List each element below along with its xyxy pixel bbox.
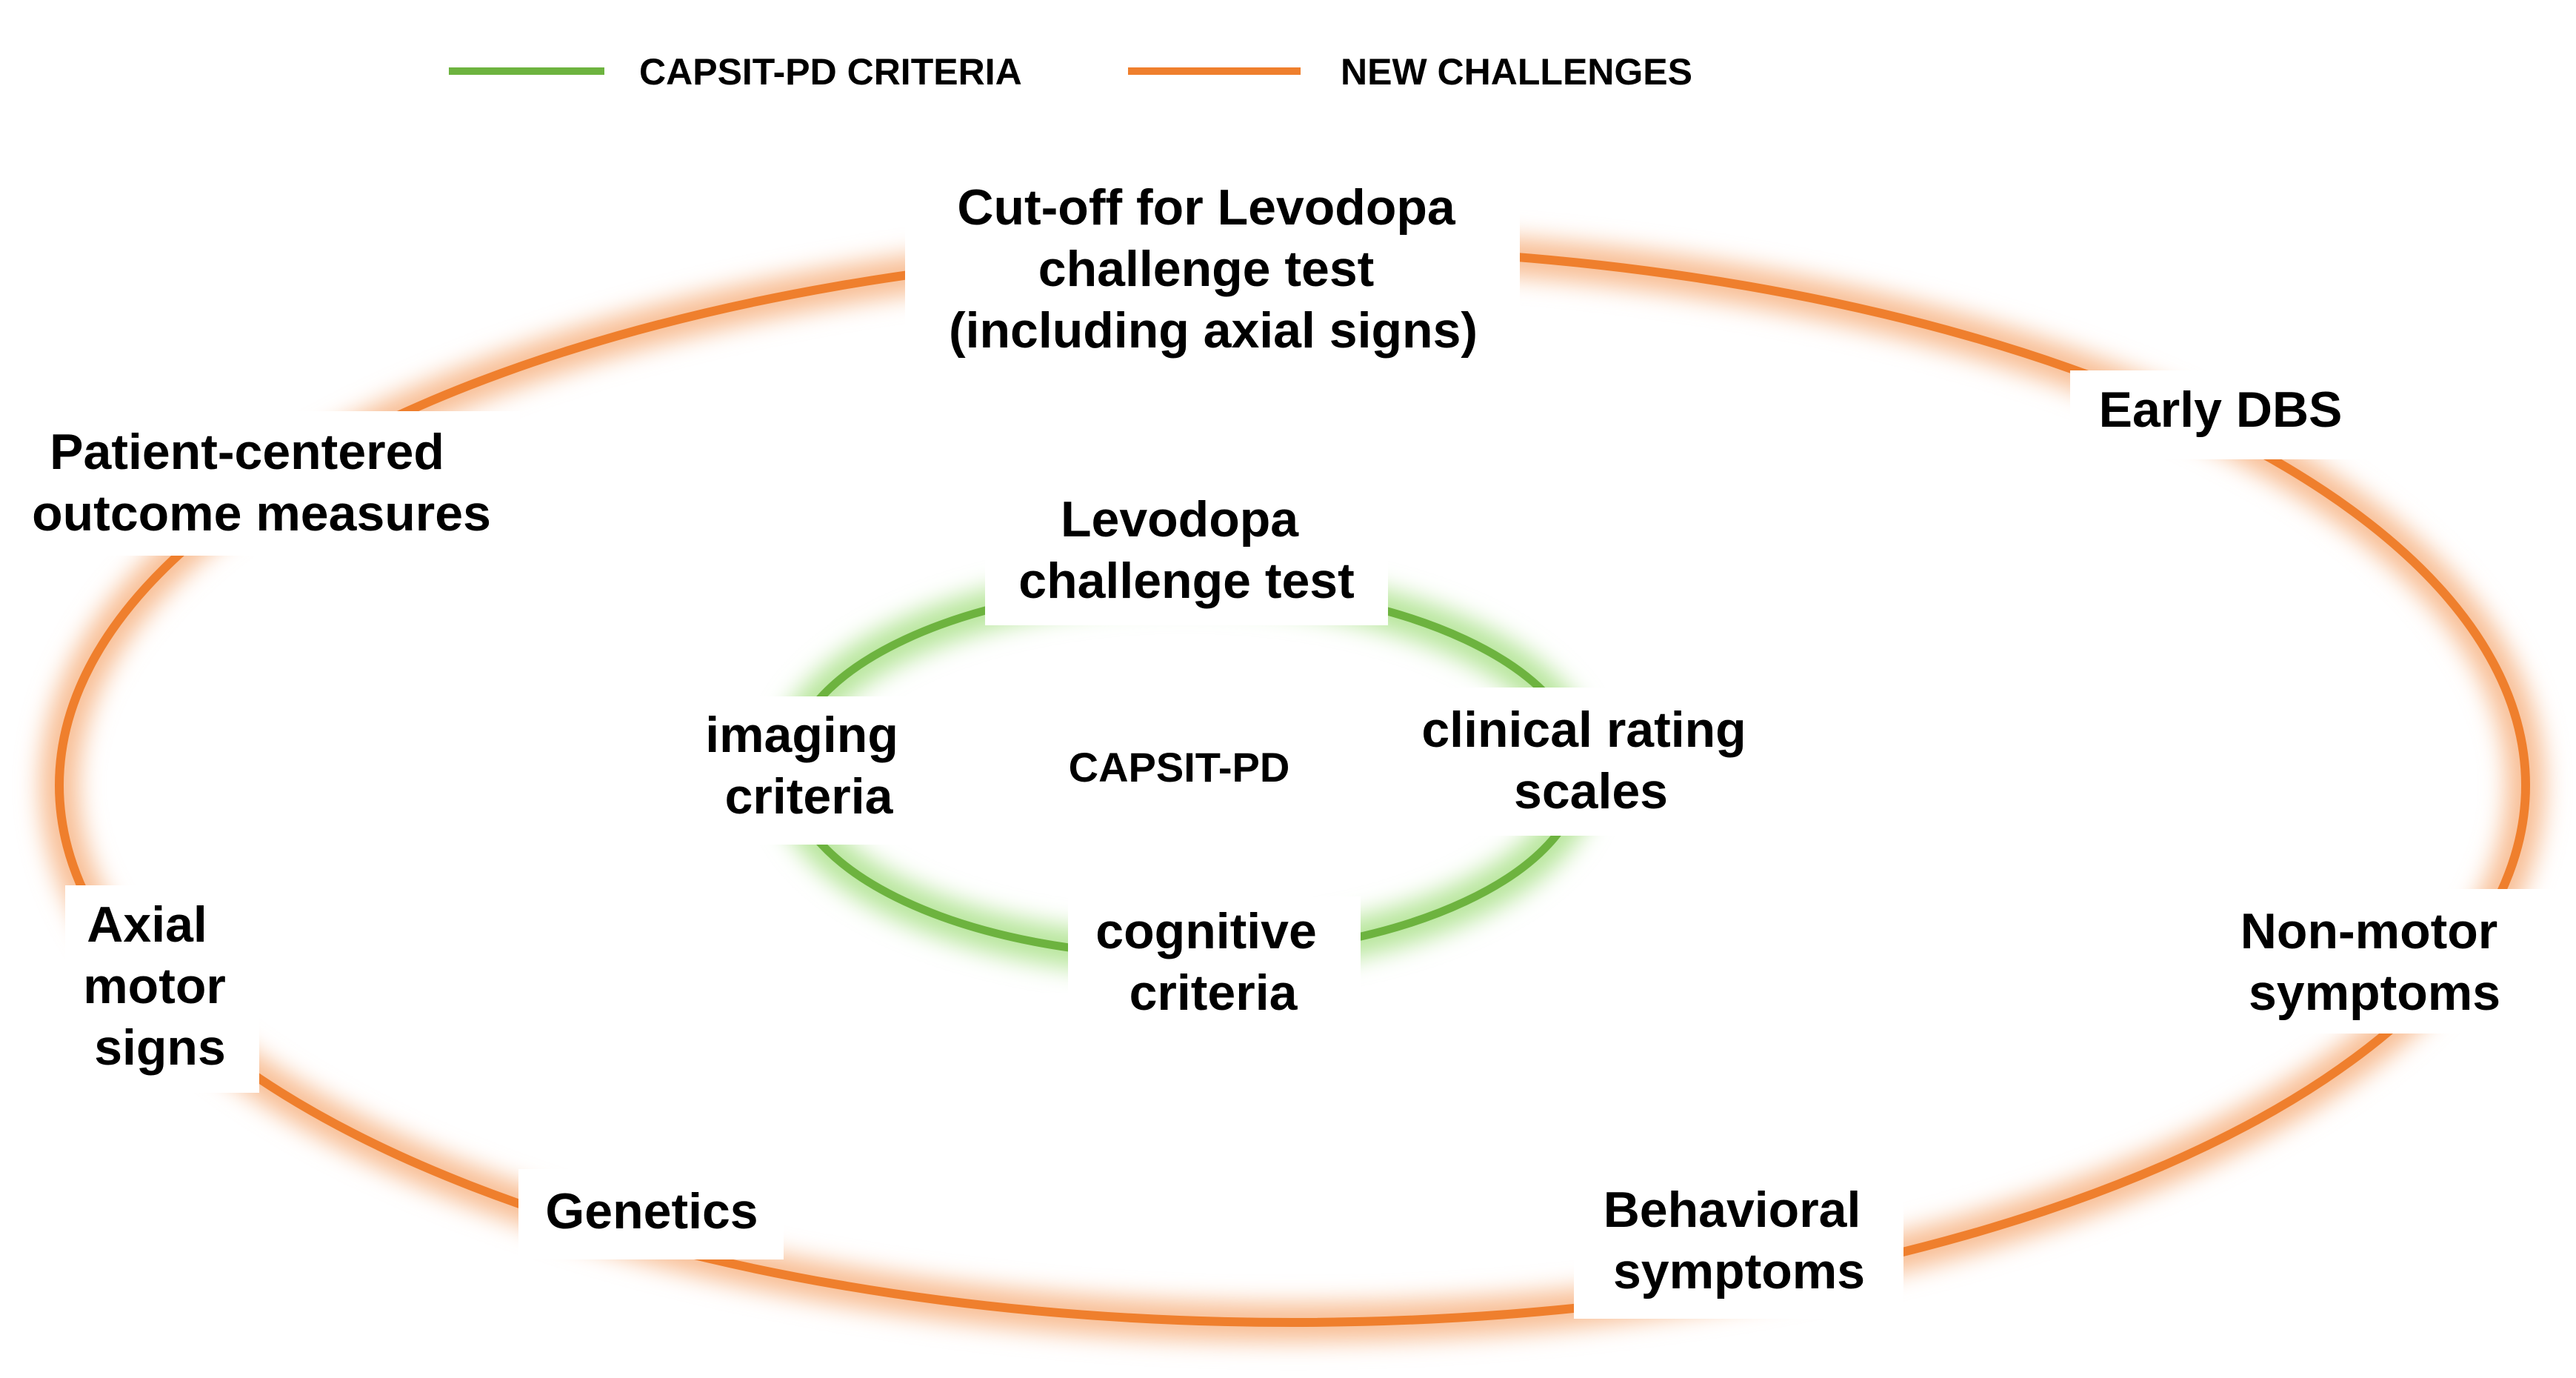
node-levodopa-challenge-line-2: challenge test (1018, 553, 1355, 609)
node-cutoff-levodopa-box (905, 178, 1520, 378)
node-behavioral-symptoms-text: Behavioral symptoms (1604, 1182, 1875, 1299)
node-cognitive-criteria-line-2: criteria (1129, 965, 1298, 1021)
node-cutoff-levodopa: Cut-off for Levodopa challenge test (inc… (905, 178, 1520, 378)
node-axial-motor-signs: Axial motor signs (65, 885, 259, 1093)
node-imaging-criteria-box (683, 696, 935, 845)
node-cognitive-criteria: cognitive criteria (1068, 896, 1361, 1045)
node-patient-centered-box (9, 411, 520, 556)
node-clinical-rating-scales-line-2: scales (1514, 763, 1668, 819)
node-cognitive-criteria-line-1: cognitive (1095, 903, 1317, 959)
node-genetics-text: Genetics (545, 1183, 758, 1239)
legend-capsit-label: CAPSIT-PD CRITERIA (639, 51, 1022, 93)
node-imaging-criteria-line-1: imaging (705, 707, 898, 763)
node-early-dbs-box (2070, 370, 2374, 459)
node-behavioral-symptoms-box (1574, 1178, 1903, 1319)
node-imaging-criteria-text: imaging criteria (705, 707, 912, 825)
node-axial-motor-signs-line-2: motor (83, 958, 226, 1014)
node-levodopa-challenge-box (985, 489, 1388, 625)
node-clinical-rating-scales-text: clinical rating scales (1421, 702, 1760, 819)
node-patient-centered-text: Patient-centered outcome measures (32, 424, 491, 542)
node-non-motor-symptoms-line-2: symptoms (2249, 965, 2500, 1021)
node-patient-centered: Patient-centered outcome measures (9, 411, 520, 556)
legend: CAPSIT-PD CRITERIA NEW CHALLENGES (428, 51, 1692, 93)
node-early-dbs-text: Early DBS (2099, 382, 2343, 438)
node-patient-centered-line-1: Patient-centered (50, 424, 444, 480)
node-genetics: Genetics (518, 1169, 784, 1259)
node-cognitive-criteria-text: cognitive criteria (1095, 903, 1330, 1021)
node-patient-centered-line-2: outcome measures (32, 485, 491, 542)
node-behavioral-symptoms-line-2: symptoms (1613, 1243, 1865, 1299)
node-imaging-criteria-line-2: criteria (725, 768, 894, 825)
node-levodopa-challenge-text: Levodopa challenge test (1018, 491, 1355, 609)
node-cutoff-levodopa-text: Cut-off for Levodopa challenge test (inc… (949, 179, 1478, 359)
node-axial-motor-signs-line-1: Axial (87, 896, 207, 953)
node-non-motor-symptoms-text: Non-motor symptoms (2240, 903, 2512, 1021)
node-levodopa-challenge-line-1: Levodopa (1061, 491, 1299, 547)
node-early-dbs: Early DBS (2070, 370, 2374, 459)
node-cognitive-criteria-box (1068, 896, 1361, 1045)
legend-capsit-entry: CAPSIT-PD CRITERIA (428, 51, 1022, 93)
node-clinical-rating-scales: clinical rating scales (1406, 688, 1791, 836)
node-levodopa-challenge: Levodopa challenge test (985, 489, 1388, 625)
node-non-motor-symptoms-line-1: Non-motor (2240, 903, 2497, 959)
node-axial-motor-signs-line-3: signs (94, 1019, 226, 1076)
legend-challenges-label: NEW CHALLENGES (1341, 51, 1692, 93)
node-axial-motor-signs-box (65, 885, 259, 1093)
node-cutoff-levodopa-line-1: Cut-off for Levodopa (957, 179, 1456, 236)
node-non-motor-symptoms-box (2226, 889, 2554, 1034)
node-clinical-rating-scales-box (1406, 688, 1791, 836)
legend-challenges-entry: NEW CHALLENGES (1108, 51, 1692, 93)
node-cutoff-levodopa-line-3: (including axial signs) (949, 302, 1478, 359)
node-behavioral-symptoms: Behavioral symptoms (1574, 1178, 1903, 1319)
node-non-motor-symptoms: Non-motor symptoms (2226, 889, 2554, 1034)
center-label: CAPSIT-PD (1069, 744, 1290, 790)
node-cutoff-levodopa-line-2: challenge test (1038, 241, 1375, 297)
node-axial-motor-signs-text: Axial motor signs (83, 896, 240, 1076)
node-imaging-criteria: imaging criteria (683, 696, 935, 845)
node-clinical-rating-scales-line-1: clinical rating (1421, 702, 1746, 758)
node-behavioral-symptoms-line-1: Behavioral (1604, 1182, 1861, 1238)
node-genetics-box (518, 1169, 784, 1259)
